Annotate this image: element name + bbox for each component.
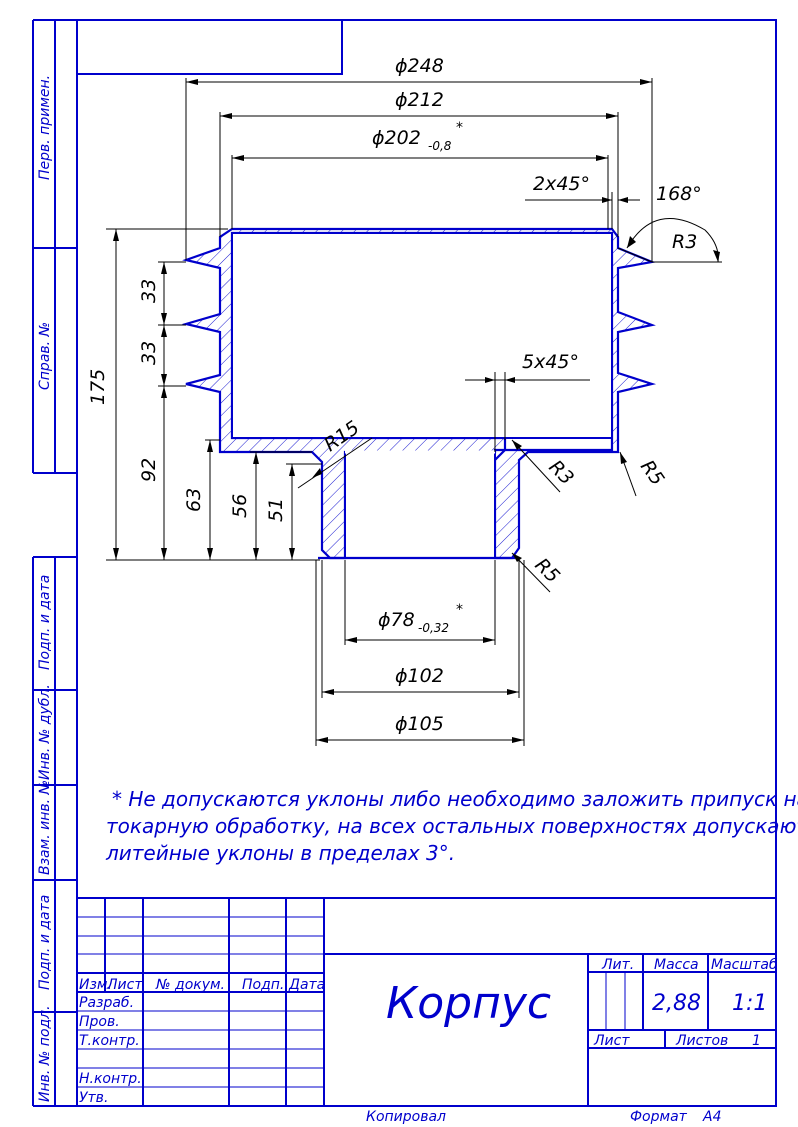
tb-t-kontr: Т.контр. <box>79 1033 140 1049</box>
dim-d202: ϕ202 <box>372 127 421 149</box>
dim-d248: ϕ248 <box>395 55 444 77</box>
tb-part-name: Корпус <box>386 978 551 1029</box>
label-inv-podl: Инв. № подл. <box>37 1005 53 1102</box>
dim-h63: 63 <box>183 488 205 512</box>
tb-lit: Лит. <box>601 957 634 973</box>
sheet-frame <box>32 19 777 1107</box>
tb-razrab: Разраб. <box>79 995 134 1011</box>
side-labels: Перв. примен. Справ. № Подп. и дата Инв.… <box>37 75 53 1102</box>
dim-h56: 56 <box>229 494 251 518</box>
tb-listov-label: Листов <box>675 1033 728 1049</box>
tb-data: Дата <box>288 977 325 993</box>
dimensions: ϕ248 ϕ212 ϕ202 -0,8 * 2x45° 168° R3 175 <box>87 55 722 746</box>
note-line-1: * Не допускаются уклоны либо необходимо … <box>112 787 798 811</box>
label-sprav: Справ. № <box>37 322 53 390</box>
tb-izm: Изм. <box>79 977 112 993</box>
dim-d202-star: * <box>456 120 463 136</box>
dim-h33b: 33 <box>138 341 160 365</box>
tb-list-label: Лист <box>593 1033 630 1049</box>
tb-podp: Подп. <box>242 977 284 993</box>
dim-d78-star: * <box>456 602 463 618</box>
dim-d202-tol: -0,8 <box>428 139 452 153</box>
dim-d78-tol: -0,32 <box>418 621 449 635</box>
dim-r3-top: R3 <box>672 231 697 253</box>
dim-h92: 92 <box>138 458 160 482</box>
dim-r3-mid: R3 <box>544 456 577 489</box>
tb-masshtab-value: 1:1 <box>732 991 767 1016</box>
dim-d105: ϕ105 <box>395 713 444 735</box>
label-podp-data-1: Подп. и дата <box>37 575 53 670</box>
tb-massa-value: 2,88 <box>652 991 701 1016</box>
tb-n-dokum: № докум. <box>155 977 225 993</box>
dim-h51: 51 <box>265 498 287 522</box>
label-podp-data-2: Подп. и дата <box>37 895 53 990</box>
label-vzam-inv: Взам. инв. № <box>37 780 53 875</box>
footer-format: Формат <box>630 1109 688 1125</box>
tb-masshtab: Масштаб <box>711 957 778 973</box>
title-block: Изм. Лист № докум. Подп. Дата Разраб. Пр… <box>77 897 778 1106</box>
part-section <box>181 227 657 560</box>
footer: Копировал Формат А4 <box>366 1109 721 1125</box>
label-inv-dubl: Инв. № дубл. <box>37 684 53 780</box>
tb-n-kontr: Н.контр. <box>79 1071 142 1087</box>
dim-r5-right: R5 <box>636 456 669 489</box>
footer-format-value: А4 <box>702 1109 721 1125</box>
tb-list: Лист <box>106 977 143 993</box>
dim-h33a: 33 <box>138 279 160 303</box>
dim-r5-bottom: R5 <box>530 554 563 587</box>
dim-d212: ϕ212 <box>395 89 444 111</box>
dim-chamfer-mid: 5x45° <box>522 351 579 373</box>
dim-angle: 168° <box>656 183 702 205</box>
note-line-3: литейные уклоны в пределах 3°. <box>105 841 455 865</box>
tb-listov-value: 1 <box>752 1033 761 1049</box>
note-line-2: токарную обработку, на всех остальных по… <box>106 814 798 838</box>
dim-h175: 175 <box>87 369 109 405</box>
label-perv-primen: Перв. примен. <box>37 75 53 180</box>
dim-d78: ϕ78 <box>378 609 415 631</box>
tb-utv: Утв. <box>79 1090 108 1106</box>
tb-massa: Масса <box>654 957 699 973</box>
dim-d102: ϕ102 <box>395 665 444 687</box>
technical-note: * Не допускаются уклоны либо необходимо … <box>105 787 798 865</box>
dim-chamfer-top: 2x45° <box>533 173 590 195</box>
tb-prov: Пров. <box>79 1014 120 1030</box>
footer-kopiroval: Копировал <box>366 1109 446 1125</box>
